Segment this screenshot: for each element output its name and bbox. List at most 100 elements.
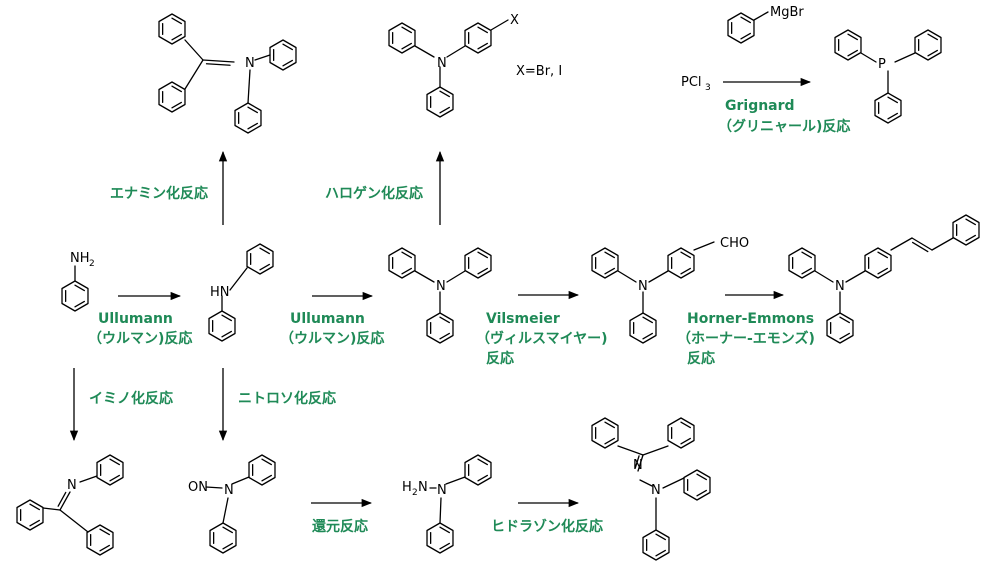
benzene-ring — [642, 529, 670, 561]
double-bond — [911, 237, 933, 251]
double-bond — [604, 251, 616, 259]
reaction-label-horner-emmons-jp: （ホーナー-エモンズ) — [677, 330, 815, 347]
double-bond — [247, 106, 259, 114]
double-bond — [439, 316, 451, 324]
single-bond — [229, 267, 248, 291]
benzene-ring — [388, 22, 416, 54]
double-bond — [171, 33, 183, 41]
double-bond — [839, 316, 851, 324]
double-bond — [911, 241, 929, 253]
single-bond — [693, 241, 715, 251]
benzene-ring — [208, 310, 236, 342]
n-nitroso-diphenylamine-structure — [205, 454, 276, 554]
double-bond — [680, 251, 692, 259]
reaction-label-enamine: エナミン化反応 — [110, 185, 208, 202]
atom-label-x: X — [510, 13, 519, 28]
single-bond — [414, 270, 435, 283]
single-bond — [222, 497, 229, 524]
reaction-label-grignard: Grignard — [725, 98, 795, 114]
reaction-label-nitrosation: ニトロソ化反応 — [238, 390, 336, 407]
diphenylamine-structure — [208, 243, 274, 342]
benzene-ring — [464, 454, 492, 486]
atom-label-p: P — [878, 57, 886, 72]
double-bond — [29, 519, 41, 527]
imine-structure — [16, 454, 124, 556]
single-bond — [639, 479, 653, 487]
single-bond — [42, 507, 61, 511]
double-bond — [680, 267, 692, 275]
atom-label-n: N — [437, 483, 447, 498]
double-bond — [439, 90, 451, 98]
reaction-label-ullmann-1: Ullumann — [98, 311, 173, 327]
reaction-label-horner-emmons-jp-2: 反応 — [687, 350, 715, 367]
atom-label-mgbr: MgBr — [770, 5, 804, 20]
double-bond — [604, 267, 616, 275]
double-bond — [171, 85, 183, 93]
double-bond — [222, 542, 234, 550]
double-bond — [109, 458, 121, 466]
double-bond — [439, 106, 451, 114]
single-bond — [247, 69, 251, 104]
atom-label-n: N — [224, 483, 234, 498]
double-bond — [261, 458, 273, 466]
double-bond — [171, 101, 183, 109]
double-bond — [261, 474, 273, 482]
double-bond — [680, 437, 692, 445]
reaction-label-horner-emmons: Horner-Emmons — [687, 311, 814, 327]
single-bond — [205, 486, 223, 489]
benzene-ring — [667, 247, 695, 279]
double-bond — [401, 42, 413, 50]
double-bond — [801, 267, 813, 275]
triphenylamine-aldehyde-structure — [591, 241, 715, 344]
double-bond — [965, 218, 977, 226]
single-bond — [59, 509, 89, 533]
single-bond — [231, 476, 250, 485]
double-bond — [477, 251, 489, 259]
double-bond — [847, 49, 859, 57]
double-bond — [221, 314, 233, 322]
double-bond — [604, 421, 616, 429]
single-bond — [254, 54, 271, 61]
double-bond — [247, 122, 259, 130]
double-bond — [847, 33, 859, 41]
single-bond — [617, 445, 644, 456]
reaction-label-halogenation: ハロゲン化反応 — [325, 185, 423, 202]
single-bond — [931, 237, 954, 251]
double-bond — [927, 33, 939, 41]
atom-label-n: N — [651, 483, 661, 498]
double-bond — [477, 458, 489, 466]
double-bond — [401, 267, 413, 275]
benzene-ring — [591, 247, 619, 279]
reaction-label-imination: イミノ化反応 — [89, 390, 173, 407]
double-bond — [655, 549, 667, 557]
double-bond — [477, 26, 489, 34]
benzene-ring — [246, 243, 274, 275]
atom-label-subscript: 3 — [705, 83, 711, 93]
atom-label-hn: HN — [210, 285, 230, 300]
single-bond — [79, 475, 98, 483]
benzene-ring — [591, 417, 619, 449]
x-definition-note: X=Br, I — [516, 64, 562, 79]
benzene-ring — [96, 454, 124, 486]
atom-label-n: N — [67, 478, 77, 493]
atom-label-n: N — [437, 56, 447, 71]
double-bond — [205, 63, 231, 66]
single-bond — [446, 270, 466, 283]
double-bond — [401, 251, 413, 259]
double-bond — [259, 247, 271, 255]
double-bond — [740, 32, 752, 40]
double-bond — [282, 59, 294, 67]
benzene-ring — [874, 92, 902, 124]
triphenylphosphine-structure — [834, 29, 942, 124]
single-bond — [414, 45, 435, 58]
single-bond — [860, 52, 877, 63]
atom-label-subscript: 2 — [412, 488, 418, 498]
reaction-label-hydrazone: ヒドラゾン化反応 — [491, 518, 603, 535]
reaction-label-vilsmeier-jp-2: 反応 — [486, 350, 514, 367]
benzene-ring — [158, 13, 186, 45]
benzene-ring — [426, 312, 454, 344]
double-bond — [74, 300, 86, 308]
atom-label-h: H — [402, 480, 412, 495]
double-bond — [839, 332, 851, 340]
double-bond — [171, 17, 183, 25]
